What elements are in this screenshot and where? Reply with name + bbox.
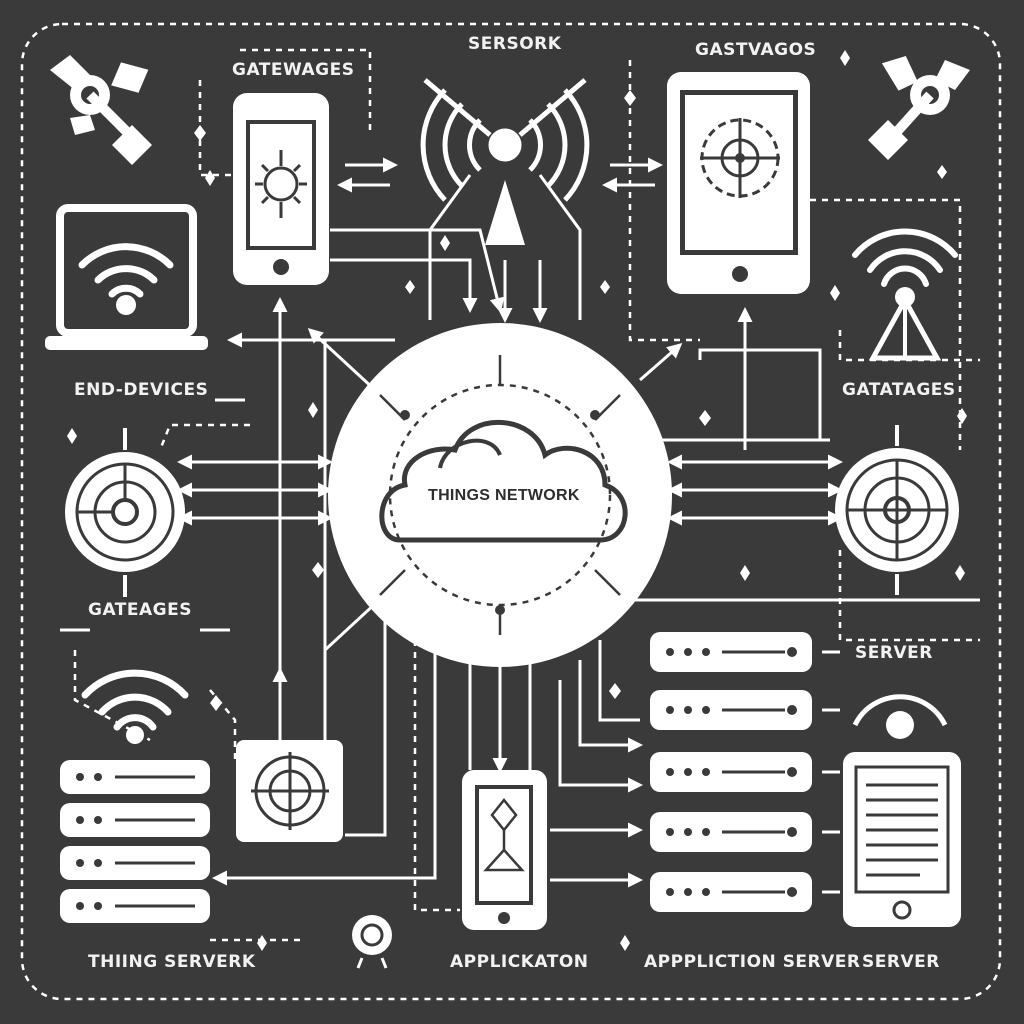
sparkle-decorations: [67, 50, 967, 951]
wifi-signal-icon: [81, 669, 189, 731]
cloud-icon: [379, 419, 628, 543]
application-server-stack: [650, 632, 812, 912]
gateways-right-label: GATATAGES: [842, 380, 956, 400]
server-unit: [650, 752, 812, 792]
application-server-label: APPPLICTION SERVER: [644, 952, 861, 972]
satellite-icon-left: [50, 55, 152, 165]
server-unit: [60, 803, 210, 837]
gateways-left-lower-label: GATEAGES: [88, 600, 192, 620]
server-unit: [650, 812, 812, 852]
things-network-hub: [328, 323, 672, 667]
server-bottom-label: SERVER: [862, 952, 940, 972]
connection-lines: [177, 174, 980, 888]
laptop-wifi-icon: [45, 204, 208, 350]
application-label: APPLICKATON: [450, 952, 589, 972]
sensor-node-icon: [352, 915, 392, 969]
outer-dashed-frame: [20, 22, 1002, 1001]
server-unit: [60, 846, 210, 880]
label-underlines: [60, 398, 245, 632]
server-unit: [650, 690, 812, 730]
satellite-icon-right: [868, 56, 970, 160]
sensor-tower-icon: [420, 78, 590, 245]
server-right-label: SERVER: [855, 643, 933, 663]
dashed-routing-lines: [73, 48, 980, 942]
end-devices-label: END-DEVICES: [74, 380, 209, 400]
gateway-dial-right: [835, 425, 959, 595]
sensor-top-label: SERSORK: [468, 34, 562, 54]
thing-server-label: THIING SERVERK: [88, 952, 256, 972]
server-unit: [60, 760, 210, 794]
things-network-label: THINGS NETWORK: [428, 487, 580, 504]
gateways-top-right-label: GASTVAGOS: [695, 40, 817, 60]
gateway-box-icon: [236, 740, 343, 842]
server-unit: [650, 872, 812, 912]
exchange-arrows-right: [602, 157, 663, 193]
exchange-arrows-left: [337, 157, 398, 193]
application-phone-icon: [462, 770, 547, 930]
wifi-antenna-icon: [852, 228, 958, 361]
server-document-icon: [843, 694, 961, 927]
gateways-top-left-label: GATEWAGES: [232, 60, 355, 80]
server-unit: [60, 889, 210, 923]
server-unit: [650, 632, 812, 672]
phone-device-icon: [233, 93, 329, 285]
tablet-device-icon: [667, 72, 810, 294]
gateway-dial-left: [65, 428, 185, 597]
thing-server-stack: [60, 760, 210, 923]
